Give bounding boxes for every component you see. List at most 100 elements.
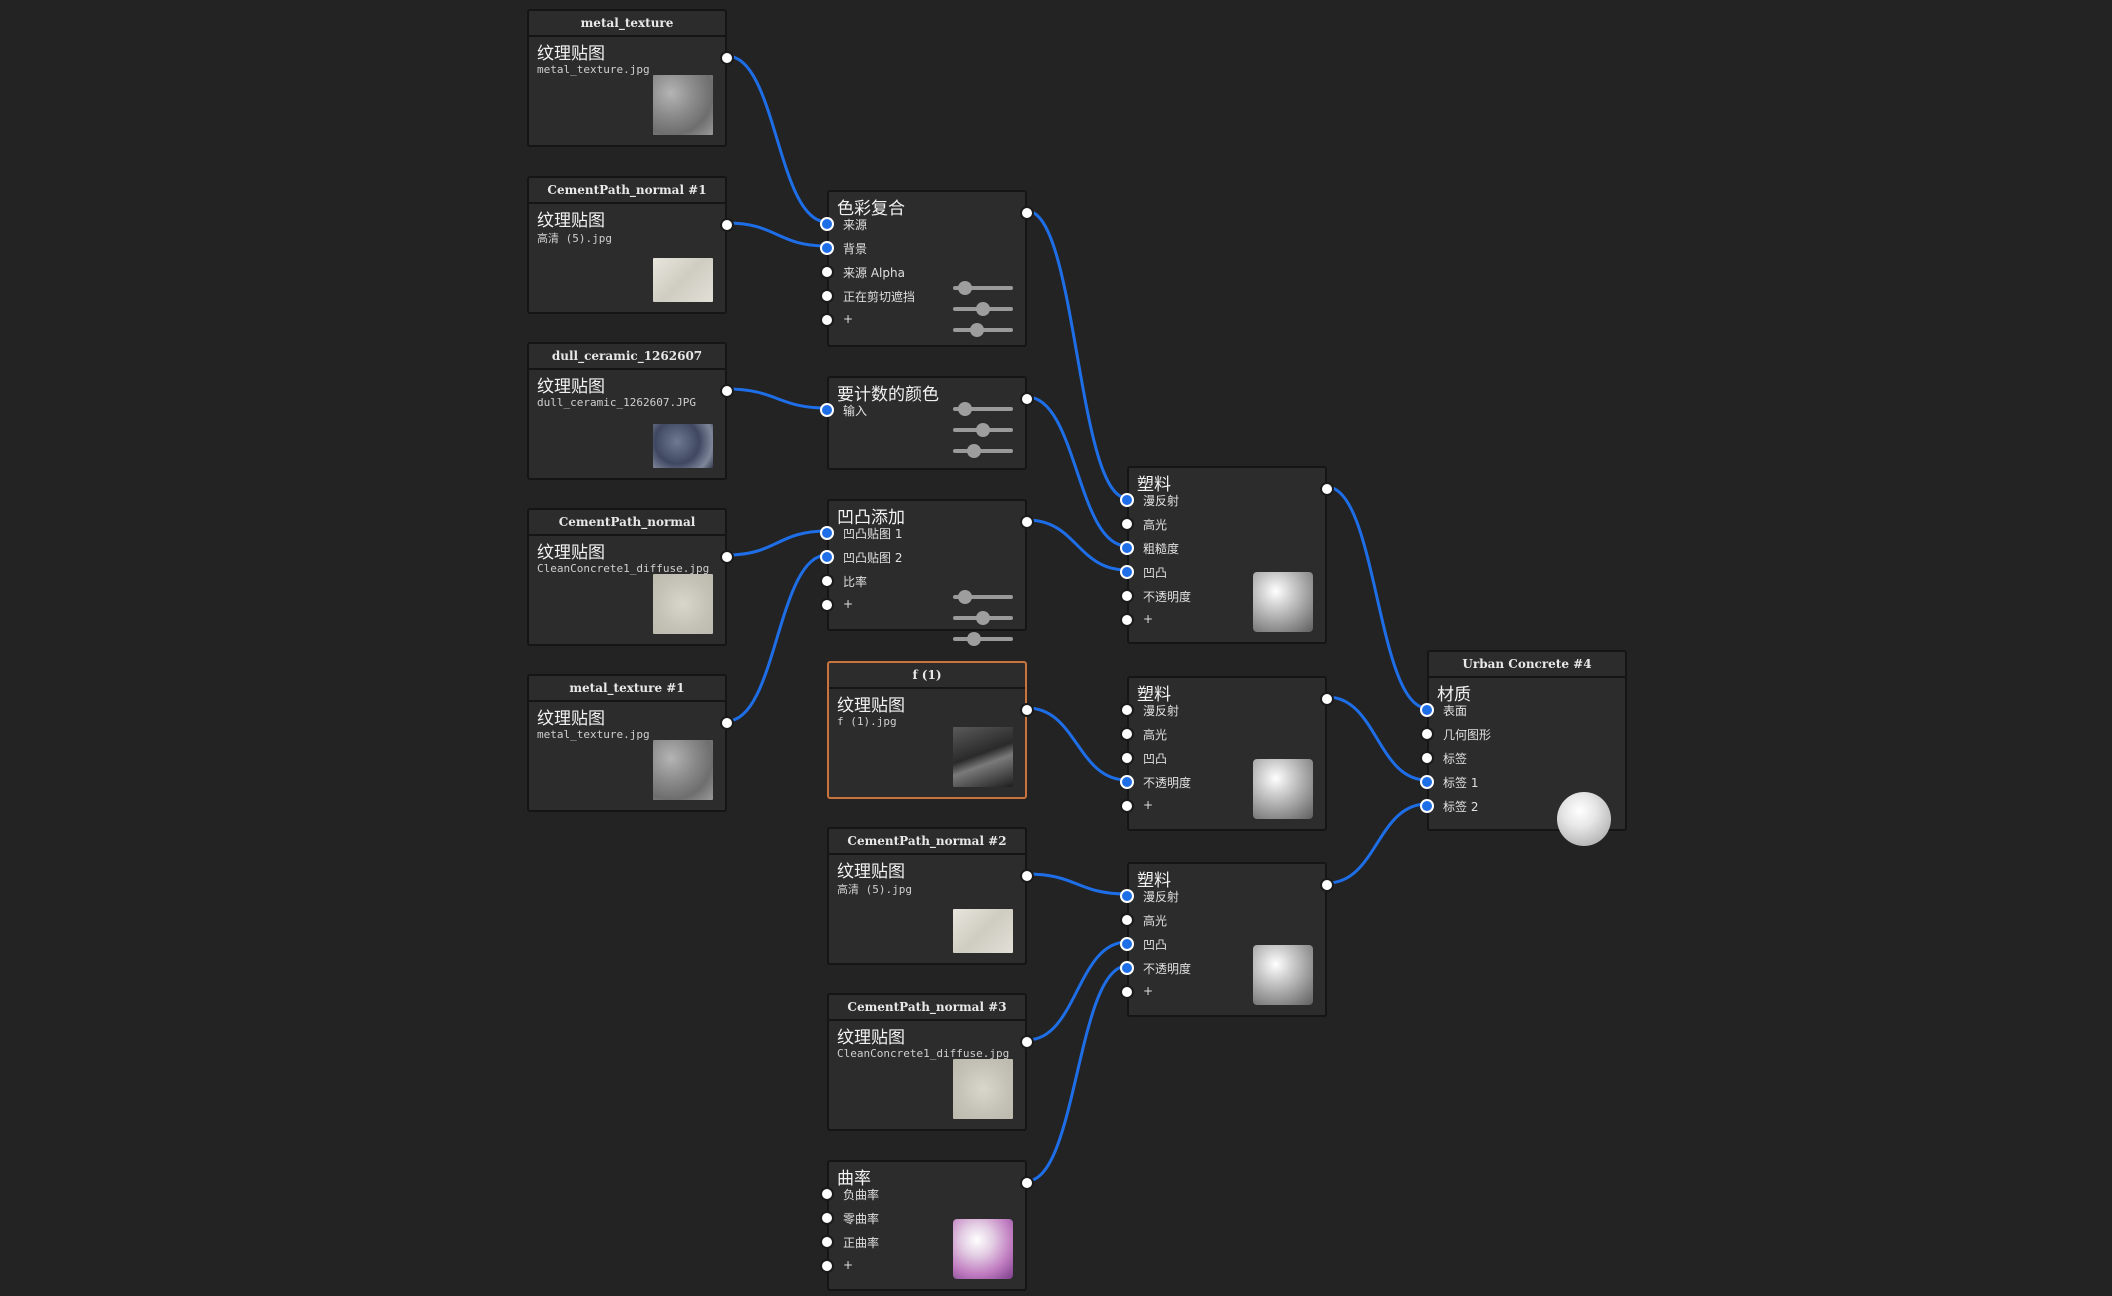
output-port[interactable] xyxy=(1320,692,1334,706)
input-port[interactable] xyxy=(820,550,834,564)
input-port[interactable] xyxy=(820,574,834,588)
node-header[interactable]: metal_texture #1 xyxy=(529,676,725,702)
node-header[interactable]: CementPath_normal #3 xyxy=(829,995,1025,1021)
input-port-label: 凹凸贴图 2 xyxy=(843,551,903,565)
input-port[interactable] xyxy=(1120,703,1134,717)
input-port[interactable] xyxy=(1120,985,1134,999)
node-slider[interactable] xyxy=(953,590,1013,604)
input-port[interactable] xyxy=(820,403,834,417)
node-n14[interactable]: 塑料漫反射高光凹凸不透明度+ xyxy=(1120,676,1334,831)
node-n12[interactable]: 曲率负曲率零曲率正曲率+ xyxy=(820,1160,1034,1291)
texture-filename: 高清 (5).jpg xyxy=(837,883,912,896)
slider-knob[interactable] xyxy=(958,281,972,295)
input-port[interactable] xyxy=(1120,913,1134,927)
input-port[interactable] xyxy=(820,1235,834,1249)
node-header[interactable]: f (1) xyxy=(829,663,1025,689)
input-port[interactable] xyxy=(820,1259,834,1273)
node-header[interactable]: CementPath_normal #1 xyxy=(529,178,725,204)
input-port[interactable] xyxy=(1120,775,1134,789)
output-port[interactable] xyxy=(1020,1176,1034,1190)
input-port[interactable] xyxy=(1420,727,1434,741)
input-port[interactable] xyxy=(1120,961,1134,975)
input-port[interactable] xyxy=(820,241,834,255)
input-port[interactable] xyxy=(1120,727,1134,741)
input-port[interactable] xyxy=(1120,517,1134,531)
output-port[interactable] xyxy=(1020,206,1034,220)
slider-knob[interactable] xyxy=(967,444,981,458)
input-port[interactable] xyxy=(820,526,834,540)
texture-thumbnail xyxy=(653,574,713,634)
input-port-label: 来源 xyxy=(843,218,868,232)
input-port[interactable] xyxy=(1120,799,1134,813)
input-port[interactable] xyxy=(1120,613,1134,627)
slider-knob[interactable] xyxy=(958,590,972,604)
output-port[interactable] xyxy=(720,716,734,730)
slider-knob[interactable] xyxy=(958,402,972,416)
input-port[interactable] xyxy=(1420,799,1434,813)
output-port[interactable] xyxy=(720,51,734,65)
node-n15[interactable]: 塑料漫反射高光凹凸不透明度+ xyxy=(1120,862,1334,1017)
node-header[interactable]: CementPath_normal #2 xyxy=(829,829,1025,855)
node-slider[interactable] xyxy=(953,281,1013,295)
input-port[interactable] xyxy=(820,1211,834,1225)
slider-knob[interactable] xyxy=(976,423,990,437)
output-port[interactable] xyxy=(1020,703,1034,717)
output-port[interactable] xyxy=(1020,1035,1034,1049)
node-title: 纹理贴图 xyxy=(837,862,905,882)
output-port[interactable] xyxy=(1320,878,1334,892)
input-port[interactable] xyxy=(1420,775,1434,789)
link-n12-n15 xyxy=(1026,964,1128,1183)
input-port[interactable] xyxy=(1120,937,1134,951)
node-header[interactable]: dull_ceramic_1262607 xyxy=(529,344,725,370)
input-port[interactable] xyxy=(820,598,834,612)
input-port[interactable] xyxy=(1420,751,1434,765)
node-n10[interactable]: CementPath_normal #2 纹理贴图高清 (5).jpg xyxy=(827,827,1034,965)
input-port[interactable] xyxy=(1120,589,1134,603)
slider-knob[interactable] xyxy=(976,302,990,316)
input-port[interactable] xyxy=(1120,751,1134,765)
output-port[interactable] xyxy=(1320,482,1334,496)
node-slider[interactable] xyxy=(953,402,1013,416)
node-slider[interactable] xyxy=(953,323,1013,337)
input-port[interactable] xyxy=(1420,703,1434,717)
texture-thumbnail xyxy=(953,727,1013,787)
slider-knob[interactable] xyxy=(967,632,981,646)
input-port[interactable] xyxy=(820,313,834,327)
node-header[interactable]: Urban Concrete #4 xyxy=(1429,652,1625,678)
slider-knob[interactable] xyxy=(976,611,990,625)
node-n13[interactable]: 塑料漫反射高光粗糙度凹凸不透明度+ xyxy=(1120,466,1334,644)
node-n7[interactable]: 要计数的颜色输入 xyxy=(820,376,1034,470)
input-port[interactable] xyxy=(1120,541,1134,555)
node-slider[interactable] xyxy=(953,302,1013,316)
node-slider[interactable] xyxy=(953,423,1013,437)
node-header[interactable]: CementPath_normal xyxy=(529,510,725,536)
node-slider[interactable] xyxy=(953,632,1013,646)
input-port[interactable] xyxy=(820,265,834,279)
input-port[interactable] xyxy=(1120,889,1134,903)
input-port[interactable] xyxy=(820,217,834,231)
input-port[interactable] xyxy=(820,1187,834,1201)
output-port[interactable] xyxy=(1020,869,1034,883)
node-header[interactable]: metal_texture xyxy=(529,11,725,37)
output-port[interactable] xyxy=(1020,392,1034,406)
output-port[interactable] xyxy=(1020,515,1034,529)
slider-knob[interactable] xyxy=(970,323,984,337)
output-port[interactable] xyxy=(720,218,734,232)
node-slider[interactable] xyxy=(953,444,1013,458)
node-slider[interactable] xyxy=(953,611,1013,625)
output-port[interactable] xyxy=(720,550,734,564)
input-port[interactable] xyxy=(1120,565,1134,579)
input-port[interactable] xyxy=(1120,493,1134,507)
output-port[interactable] xyxy=(720,384,734,398)
input-port[interactable] xyxy=(820,289,834,303)
